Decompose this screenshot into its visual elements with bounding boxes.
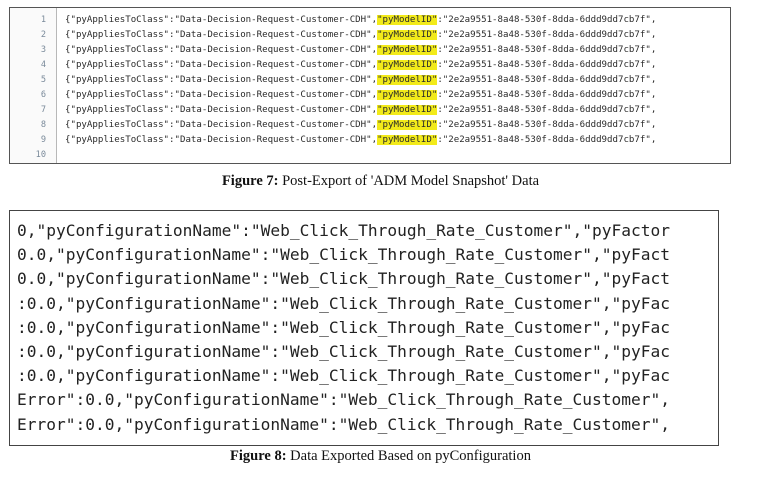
applies-to-class-text: {"pyAppliesToClass":"Data-Decision-Reque… xyxy=(65,90,378,100)
exported-data-line: Error":0.0,"pyConfigurationName":"Web_Cl… xyxy=(17,414,670,434)
highlighted-model-id-key: "pyModelID" xyxy=(377,90,438,100)
figure-8-caption-label: Figure 8: xyxy=(230,448,287,464)
highlighted-model-id-key: "pyModelID" xyxy=(377,45,438,55)
model-id-value: :"2e2a9551-8a48-530f-8dda-6ddd9dd7cb7f", xyxy=(437,60,657,70)
line-text: {"pyAppliesToClass":"Data-Decision-Reque… xyxy=(65,43,656,58)
model-id-value: :"2e2a9551-8a48-530f-8dda-6ddd9dd7cb7f", xyxy=(437,90,657,100)
code-line: 6 {"pyAppliesToClass":"Data-Decision-Requ… xyxy=(10,88,730,103)
exported-data-line: :0.0,"pyConfigurationName":"Web_Click_Th… xyxy=(17,317,670,337)
line-number: 9 xyxy=(40,135,46,145)
line-number: 7 xyxy=(40,105,46,115)
applies-to-class-text: {"pyAppliesToClass":"Data-Decision-Reque… xyxy=(65,135,378,145)
model-id-value: :"2e2a9551-8a48-530f-8dda-6ddd9dd7cb7f", xyxy=(437,120,657,130)
code-line: 10 xyxy=(10,148,730,163)
line-number: 5 xyxy=(40,75,46,85)
model-id-value: :"2e2a9551-8a48-530f-8dda-6ddd9dd7cb7f", xyxy=(437,30,657,40)
applies-to-class-text: {"pyAppliesToClass":"Data-Decision-Reque… xyxy=(65,60,378,70)
code-line: 7 {"pyAppliesToClass":"Data-Decision-Requ… xyxy=(10,103,730,118)
exported-data-line: :0.0,"pyConfigurationName":"Web_Click_Th… xyxy=(17,293,670,313)
highlighted-model-id-key: "pyModelID" xyxy=(377,120,438,130)
line-number: 10 xyxy=(35,150,46,160)
exported-data-line: 0,"pyConfigurationName":"Web_Click_Throu… xyxy=(17,221,670,240)
figure-7-caption-label: Figure 7: xyxy=(221,173,279,189)
exported-data-line: :0.0,"pyConfigurationName":"Web_Click_Th… xyxy=(17,342,670,361)
applies-to-class-text: {"pyAppliesToClass":"Data-Decision-Reque… xyxy=(65,105,378,115)
model-id-value: :"2e2a9551-8a48-530f-8dda-6ddd9dd7cb7f", xyxy=(437,75,657,85)
line-text: {"pyAppliesToClass":"Data-Decision-Reque… xyxy=(65,103,656,118)
figure-7-caption: Figure 7: Post-Export of 'ADM Model Snap… xyxy=(0,173,761,190)
applies-to-class-text: {"pyAppliesToClass":"Data-Decision-Reque… xyxy=(65,45,378,55)
applies-to-class-text: {"pyAppliesToClass":"Data-Decision-Reque… xyxy=(65,15,378,25)
figure-7-code-lines: 1 {"pyAppliesToClass":"Data-Decision-Requ… xyxy=(10,13,730,163)
exported-data-line: 0.0,"pyConfigurationName":"Web_Click_Thr… xyxy=(17,269,670,289)
highlighted-model-id-key: "pyModelID" xyxy=(377,60,438,70)
line-number: 4 xyxy=(40,60,46,70)
figure-8-caption: Figure 8: Data Exported Based on pyConfi… xyxy=(0,448,761,465)
line-number: 6 xyxy=(40,90,46,100)
line-text: {"pyAppliesToClass":"Data-Decision-Reque… xyxy=(65,73,656,88)
code-line: 1 {"pyAppliesToClass":"Data-Decision-Requ… xyxy=(10,13,730,28)
highlighted-model-id-key: "pyModelID" xyxy=(377,30,438,40)
figure-7-caption-text: Post-Export of 'ADM Model Snapshot' Data xyxy=(278,173,540,189)
exported-data-line: :0.0,"pyConfigurationName":"Web_Click_Th… xyxy=(17,366,670,386)
line-number: 3 xyxy=(40,45,46,55)
exported-data-line: 0.0,"pyConfigurationName":"Web_Click_Thr… xyxy=(17,245,670,265)
code-line: 2 {"pyAppliesToClass":"Data-Decision-Requ… xyxy=(10,28,730,43)
code-line: 4 {"pyAppliesToClass":"Data-Decision-Requ… xyxy=(10,58,730,73)
line-text: {"pyAppliesToClass":"Data-Decision-Reque… xyxy=(65,118,656,133)
line-text: {"pyAppliesToClass":"Data-Decision-Reque… xyxy=(65,133,656,148)
figure-7-code-screenshot: 1 {"pyAppliesToClass":"Data-Decision-Requ… xyxy=(9,7,731,164)
code-line: 8 {"pyAppliesToClass":"Data-Decision-Requ… xyxy=(10,118,730,133)
line-text: {"pyAppliesToClass":"Data-Decision-Reque… xyxy=(65,28,656,43)
applies-to-class-text: {"pyAppliesToClass":"Data-Decision-Reque… xyxy=(65,30,378,40)
model-id-value: :"2e2a9551-8a48-530f-8dda-6ddd9dd7cb7f", xyxy=(437,105,657,115)
figure-8-caption-text: Data Exported Based on pyConfiguration xyxy=(286,448,531,464)
line-text: {"pyAppliesToClass":"Data-Decision-Reque… xyxy=(65,13,656,28)
line-number-gutter xyxy=(10,8,57,163)
figure-8-code-screenshot: 0,"pyConfigurationName":"Web_Click_Throu… xyxy=(9,210,719,446)
line-number: 8 xyxy=(40,120,46,130)
line-number: 1 xyxy=(40,15,46,25)
highlighted-model-id-key: "pyModelID" xyxy=(377,105,438,115)
exported-data-line: Error":0.0,"pyConfigurationName":"Web_Cl… xyxy=(17,390,670,410)
model-id-value: :"2e2a9551-8a48-530f-8dda-6ddd9dd7cb7f", xyxy=(437,45,657,55)
highlighted-model-id-key: "pyModelID" xyxy=(377,75,438,85)
code-line: 9 {"pyAppliesToClass":"Data-Decision-Requ… xyxy=(10,133,730,148)
model-id-value: :"2e2a9551-8a48-530f-8dda-6ddd9dd7cb7f", xyxy=(437,135,657,145)
highlighted-model-id-key: "pyModelID" xyxy=(377,135,438,145)
applies-to-class-text: {"pyAppliesToClass":"Data-Decision-Reque… xyxy=(65,120,378,130)
applies-to-class-text: {"pyAppliesToClass":"Data-Decision-Reque… xyxy=(65,75,378,85)
code-line: 5 {"pyAppliesToClass":"Data-Decision-Requ… xyxy=(10,73,730,88)
highlighted-model-id-key: "pyModelID" xyxy=(377,15,438,25)
line-text: {"pyAppliesToClass":"Data-Decision-Reque… xyxy=(65,58,656,73)
line-number: 2 xyxy=(40,30,46,40)
code-line: 3 {"pyAppliesToClass":"Data-Decision-Requ… xyxy=(10,43,730,58)
line-text: {"pyAppliesToClass":"Data-Decision-Reque… xyxy=(65,88,656,103)
model-id-value: :"2e2a9551-8a48-530f-8dda-6ddd9dd7cb7f", xyxy=(437,15,657,25)
